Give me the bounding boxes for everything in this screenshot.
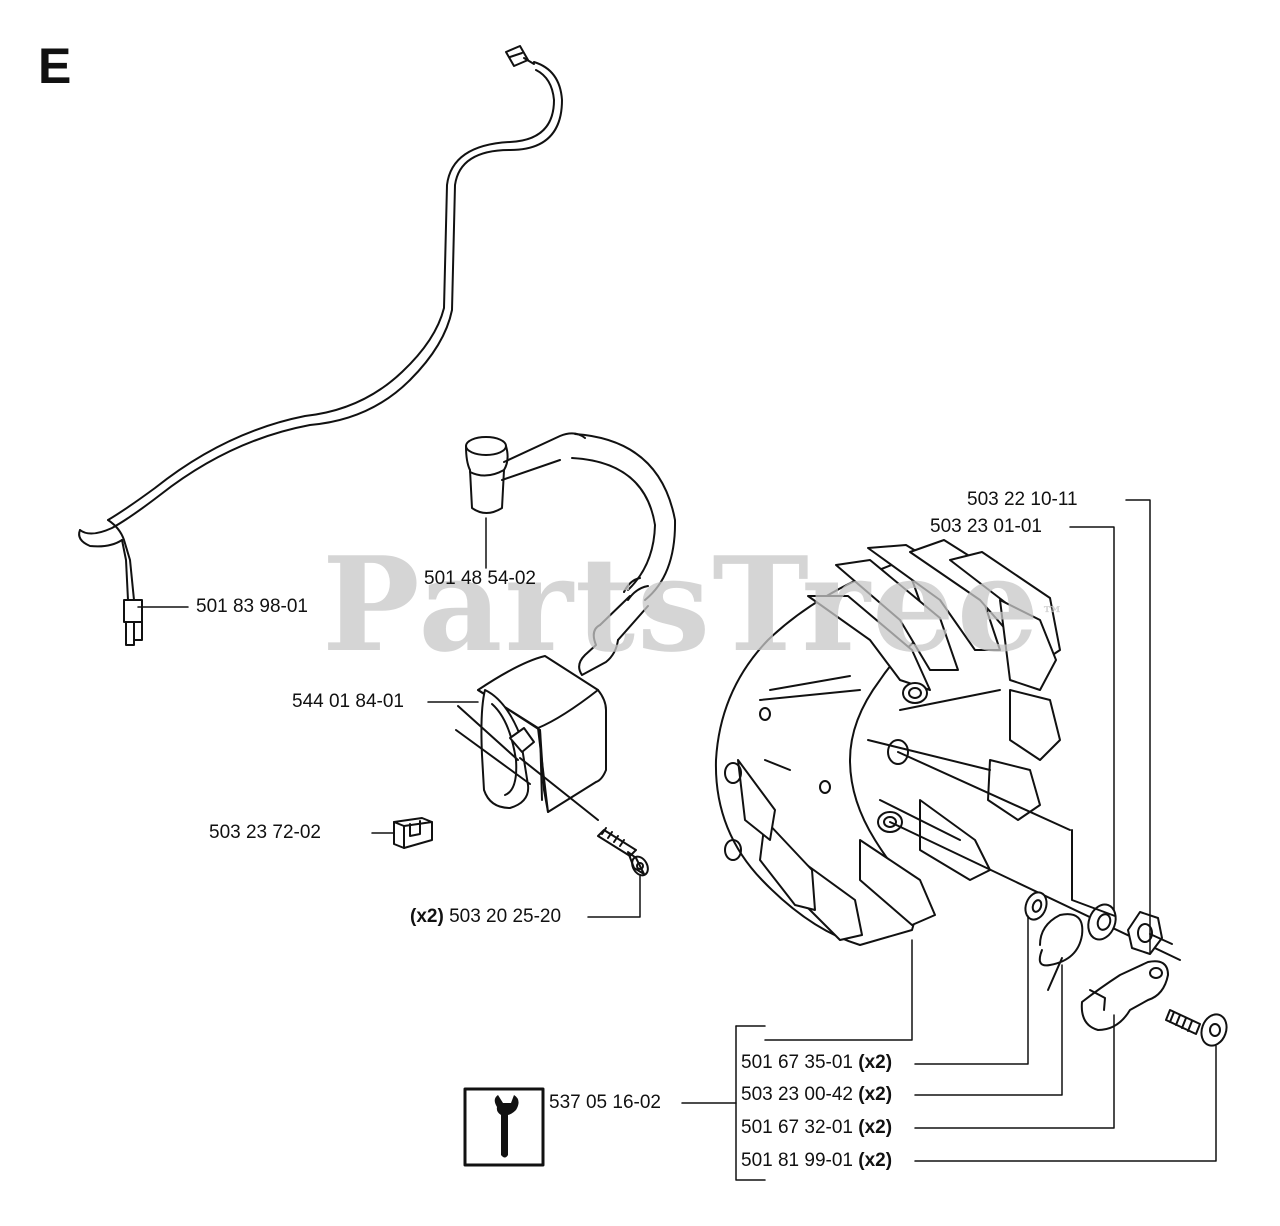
pawl-washer-number: 501 67 35-01	[741, 1052, 853, 1073]
ignition-module	[455, 655, 607, 821]
pawl-screw-qty: (x2)	[858, 1150, 893, 1171]
screw-qty: (x2)	[410, 906, 444, 927]
section-letter: E	[38, 38, 72, 94]
watermark-text: PartsTree	[322, 528, 1042, 681]
label-ignition-module: 544 01 84-01	[292, 691, 404, 712]
spacer-block	[393, 817, 433, 849]
label-nut: 503 23 01-01	[930, 516, 1042, 537]
module-screw	[597, 827, 649, 877]
label-spacer: 503 23 72-02	[209, 822, 321, 843]
ignition-wire	[78, 45, 563, 646]
label-pawl: 501 67 32-01 (x2)	[741, 1117, 892, 1139]
label-washer: 503 22 10-11	[967, 489, 1078, 510]
label-wire: 501 83 98-01	[196, 596, 308, 617]
pawl	[1080, 960, 1169, 1031]
leader-lines	[137, 499, 1217, 1181]
pawl-screw	[1165, 1009, 1228, 1047]
watermark-trademark: ™	[1041, 602, 1066, 628]
spring-qty: (x2)	[858, 1084, 893, 1105]
label-screw: (x2) 503 20 25-20	[410, 906, 561, 928]
pawl-spring	[1038, 913, 1084, 991]
pawl-washer	[1024, 891, 1048, 921]
flywheel	[714, 539, 1181, 961]
pawl-washer-qty: (x2)	[858, 1052, 893, 1073]
pawl-qty: (x2)	[858, 1117, 893, 1138]
screw-number: 503 20 25-20	[449, 906, 562, 927]
label-plug-cap: 501 48 54-02	[424, 568, 536, 589]
hub-nut	[1071, 829, 1173, 955]
pawl-screw-number: 501 81 99-01	[741, 1150, 853, 1171]
spark-plug-cap	[465, 432, 677, 676]
label-pawl-screw: 501 81 99-01 (x2)	[741, 1150, 892, 1172]
wrench-icon	[463, 1087, 545, 1167]
label-kit: 537 05 16-02	[549, 1092, 661, 1113]
pawl-number: 501 67 32-01	[741, 1117, 853, 1138]
label-pawl-washer: 501 67 35-01 (x2)	[741, 1052, 892, 1074]
label-spring: 503 23 00-42 (x2)	[741, 1084, 892, 1106]
spring-number: 503 23 00-42	[741, 1084, 853, 1105]
watermark: PartsTree™	[322, 535, 1065, 675]
